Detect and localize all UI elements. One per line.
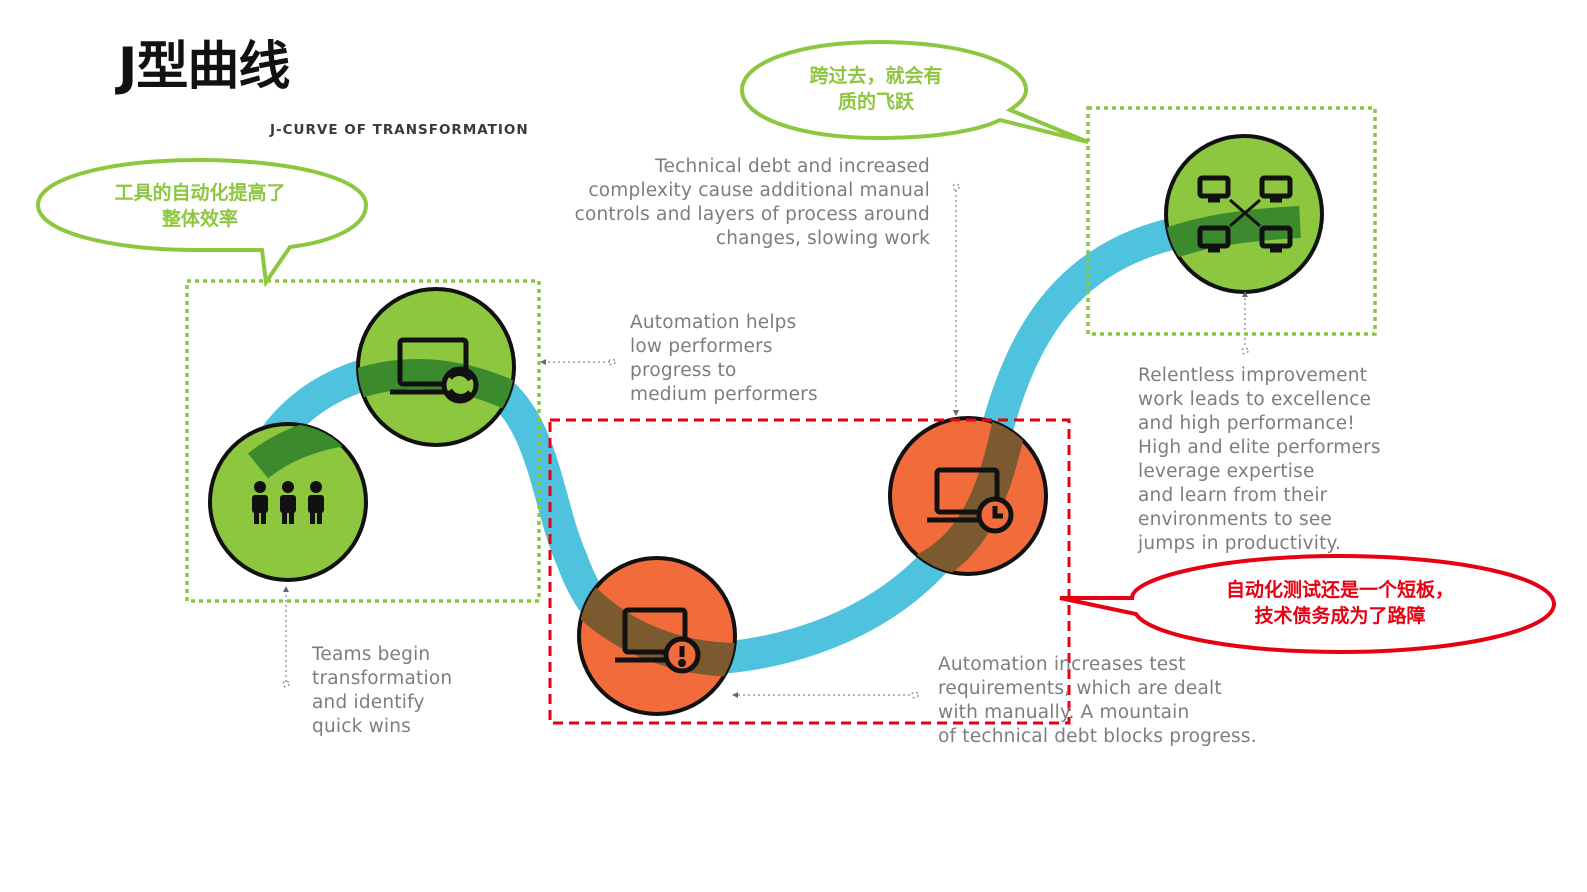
node-teams <box>208 422 368 582</box>
laptop-warning-icon <box>615 607 701 674</box>
callout-text-left: 工具的自动化提高了 整体效率 <box>114 182 286 230</box>
callout-bubble-right <box>1059 553 1557 655</box>
highlight-box-top-right <box>1086 106 1377 336</box>
node-relentless <box>1164 134 1324 294</box>
description-automation-helps: Automation helps low performers progress… <box>630 312 818 405</box>
highlight-box-left <box>185 279 541 603</box>
node-automation-helps <box>356 287 516 447</box>
highlight-box-red <box>548 418 1071 725</box>
network-icon <box>1197 175 1293 253</box>
laptop-clock-icon <box>927 467 1014 534</box>
callout-bubble-top <box>739 39 1089 144</box>
leader-lines <box>282 183 1249 699</box>
callout-text-right: 自动化测试还是一个短板， 技术债务成为了路障 <box>1225 579 1454 627</box>
node-technical-debt <box>888 416 1048 576</box>
description-relentless: Relentless improvement work leads to exc… <box>1138 365 1381 554</box>
diagram-subtitle: J-CURVE OF TRANSFORMATION <box>270 122 529 138</box>
description-technical-debt: Technical debt and increased complexity … <box>574 156 930 249</box>
laptop-refresh-icon <box>390 337 479 404</box>
callout-bubble-left <box>35 157 369 288</box>
callout-text-top: 跨过去，就会有 质的飞跃 <box>809 65 943 113</box>
node-automation-increases <box>577 556 737 716</box>
description-automation-increases: Automation increases test requirements, … <box>938 654 1257 747</box>
description-teams: Teams begin transformation and identify … <box>312 644 453 737</box>
people-icon <box>252 481 324 524</box>
page-title: J型曲线 <box>118 37 290 97</box>
